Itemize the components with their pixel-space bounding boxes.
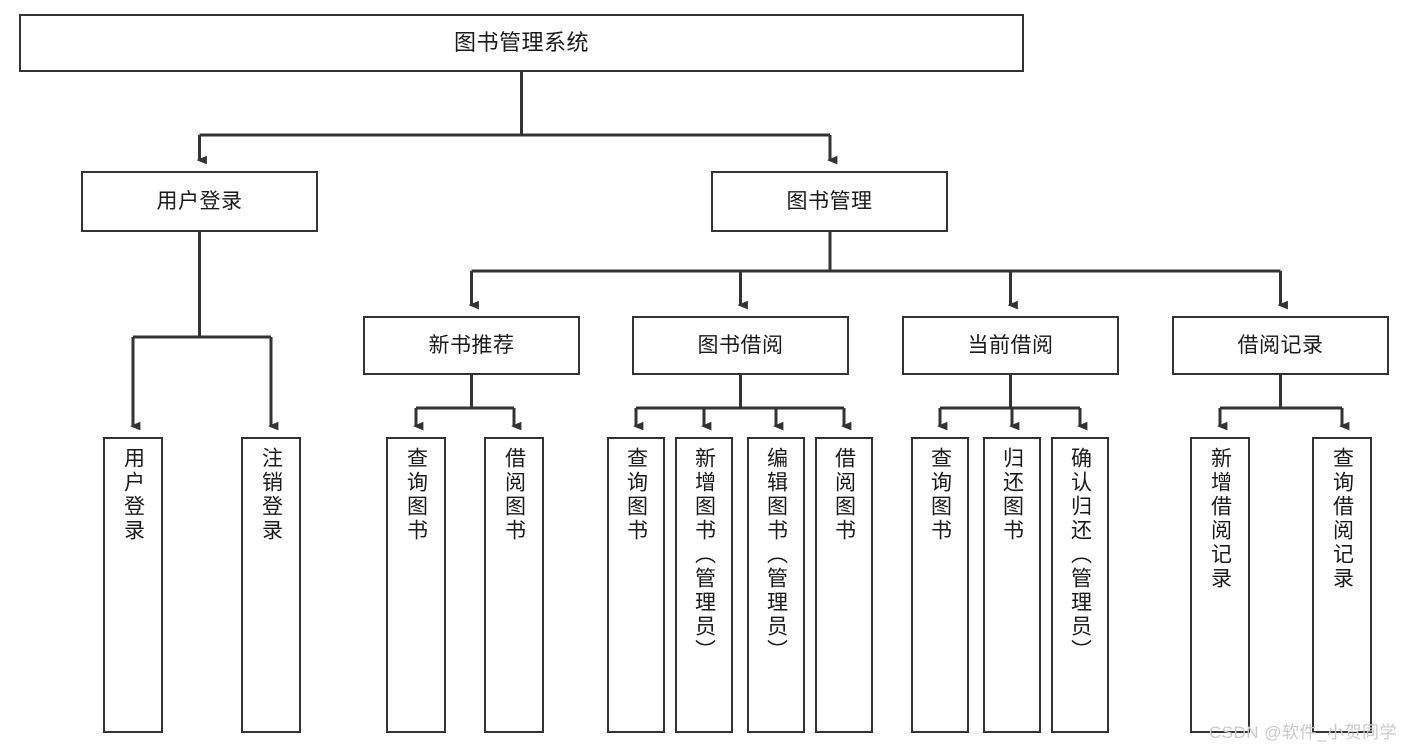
leaf-borrow-book-label: 借阅图书 — [832, 447, 856, 543]
leaf-borrow-book-recommend-label: 借阅图书 — [502, 447, 526, 543]
node-user-login[interactable]: 用户登录 — [81, 171, 318, 232]
leaf-add-book-admin[interactable]: 新增图书（管理员） — [675, 437, 733, 733]
leaf-query-book-current-label: 查询图书 — [928, 447, 952, 543]
leaf-return-book[interactable]: 归还图书 — [983, 437, 1041, 733]
node-new-book-recommend[interactable]: 新书推荐 — [363, 316, 580, 375]
node-current-borrow[interactable]: 当前借阅 — [902, 316, 1119, 375]
leaf-user-login-label: 用户登录 — [121, 447, 145, 543]
node-book-management-label: 图书管理 — [786, 189, 873, 213]
leaf-borrow-book-recommend[interactable]: 借阅图书 — [484, 437, 544, 733]
node-book-borrow-label: 图书借阅 — [697, 333, 784, 357]
leaf-add-borrow-record-label: 新增借阅记录 — [1208, 447, 1232, 591]
leaf-edit-book-admin[interactable]: 编辑图书（管理员） — [747, 437, 805, 733]
leaf-query-book-borrow[interactable]: 查询图书 — [607, 437, 665, 733]
leaf-query-book-recommend-label: 查询图书 — [404, 447, 428, 543]
node-root[interactable]: 图书管理系统 — [19, 14, 1024, 72]
leaf-confirm-return-admin[interactable]: 确认归还（管理员） — [1051, 437, 1109, 733]
node-user-login-label: 用户登录 — [156, 189, 243, 213]
leaf-confirm-return-admin-label: 确认归还（管理员） — [1068, 447, 1092, 663]
node-new-book-recommend-label: 新书推荐 — [428, 333, 515, 357]
leaf-user-logout[interactable]: 注销登录 — [241, 437, 301, 733]
leaf-query-book-current[interactable]: 查询图书 — [911, 437, 969, 733]
watermark: CSDN @软件_小贺同学 — [1208, 723, 1397, 742]
leaf-query-book-recommend[interactable]: 查询图书 — [386, 437, 446, 733]
leaf-add-borrow-record[interactable]: 新增借阅记录 — [1190, 437, 1250, 733]
leaf-query-borrow-record[interactable]: 查询借阅记录 — [1312, 437, 1372, 733]
node-borrow-record-label: 借阅记录 — [1237, 333, 1324, 357]
leaf-user-login[interactable]: 用户登录 — [103, 437, 163, 733]
leaf-return-book-label: 归还图书 — [1000, 447, 1024, 543]
leaf-add-book-admin-label: 新增图书（管理员） — [692, 447, 716, 663]
node-current-borrow-label: 当前借阅 — [967, 333, 1054, 357]
leaf-borrow-book[interactable]: 借阅图书 — [815, 437, 873, 733]
node-root-label: 图书管理系统 — [453, 29, 589, 55]
leaf-user-logout-label: 注销登录 — [259, 447, 283, 543]
node-book-management[interactable]: 图书管理 — [711, 171, 948, 232]
leaf-edit-book-admin-label: 编辑图书（管理员） — [764, 447, 788, 663]
node-book-borrow[interactable]: 图书借阅 — [632, 316, 849, 375]
leaf-query-borrow-record-label: 查询借阅记录 — [1330, 447, 1354, 591]
leaf-query-book-borrow-label: 查询图书 — [624, 447, 648, 543]
node-borrow-record[interactable]: 借阅记录 — [1172, 316, 1389, 375]
